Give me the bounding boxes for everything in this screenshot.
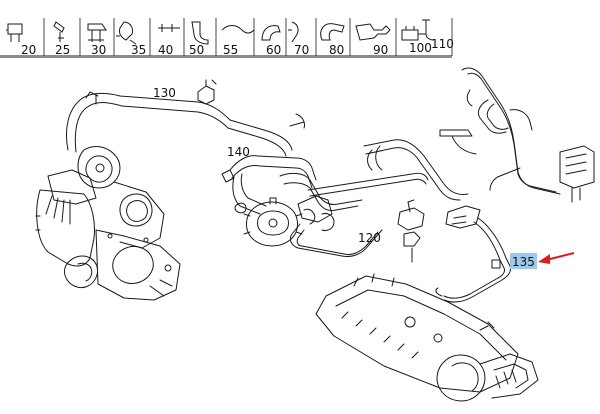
part-icon-100[interactable] <box>401 26 426 41</box>
part-label-60[interactable]: 60 <box>266 43 281 57</box>
part-icon-50[interactable] <box>191 21 209 45</box>
vacuum-pump[interactable] <box>243 197 303 247</box>
upper-right-assembly <box>439 67 595 203</box>
red-arrow-icon <box>538 252 575 264</box>
part-label-30[interactable]: 30 <box>91 43 106 57</box>
part-icon-90[interactable] <box>355 23 391 41</box>
hose-140[interactable] <box>221 155 317 215</box>
strip-dividers <box>43 18 453 56</box>
part-icon-25[interactable] <box>53 21 65 42</box>
part-icon-40[interactable] <box>158 24 180 32</box>
callout-120[interactable]: 120 <box>358 231 381 245</box>
part-label-20[interactable]: 20 <box>21 43 36 57</box>
part-label-40[interactable]: 40 <box>158 43 173 57</box>
callout-135[interactable]: 135 <box>512 255 535 269</box>
part-label-50[interactable]: 50 <box>189 43 204 57</box>
part-icon-110[interactable] <box>422 19 435 41</box>
hose-135[interactable] <box>435 217 511 303</box>
connector-120-area <box>397 199 481 263</box>
callout-140[interactable]: 140 <box>227 145 250 159</box>
part-icon-30[interactable] <box>87 23 107 42</box>
part-icon-60[interactable] <box>261 25 281 41</box>
part-label-70[interactable]: 70 <box>294 43 309 57</box>
parts-strip-labels: 20 25 30 35 40 50 55 60 70 80 90 100 110 <box>21 37 454 57</box>
part-icon-70[interactable] <box>288 21 299 43</box>
turbocharger-assembly <box>35 146 181 301</box>
parts-strip <box>0 18 453 58</box>
part-label-55[interactable]: 55 <box>223 43 238 57</box>
callout-135-highlight <box>510 253 537 269</box>
center-pipes <box>279 139 469 257</box>
part-icon-80[interactable] <box>320 23 345 41</box>
part-label-25[interactable]: 25 <box>55 43 70 57</box>
part-icon-20[interactable] <box>6 23 23 42</box>
part-label-100[interactable]: 100 <box>409 41 432 55</box>
callout-130[interactable]: 130 <box>153 86 176 100</box>
hose-130[interactable] <box>66 79 305 157</box>
part-label-80[interactable]: 80 <box>329 43 344 57</box>
part-icon-35[interactable] <box>116 21 137 45</box>
part-label-110[interactable]: 110 <box>431 37 454 51</box>
intake-manifold <box>315 273 539 402</box>
part-icon-55[interactable] <box>221 25 255 34</box>
part-label-90[interactable]: 90 <box>373 43 388 57</box>
part-label-35[interactable]: 35 <box>131 43 146 57</box>
